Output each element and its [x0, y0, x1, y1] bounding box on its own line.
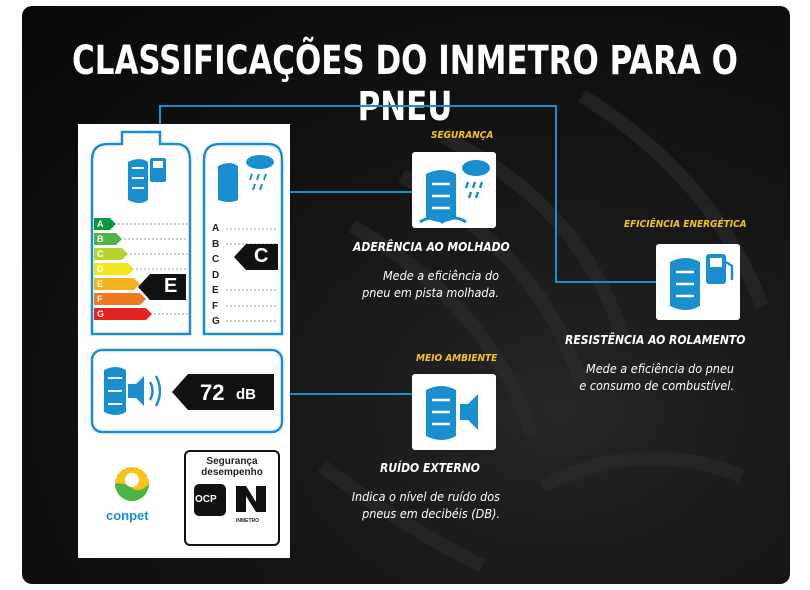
fuel-bar-d-label: D	[97, 264, 104, 274]
heading-aderencia: ADERÊNCIA AO MOLHADO	[353, 240, 510, 254]
fuel-bar-g	[94, 308, 152, 320]
inmetro-label: INMETRO	[236, 518, 260, 524]
fuel-bar-e	[94, 278, 140, 290]
wet-grade-c: C	[212, 254, 220, 265]
desc-aderencia: Mede a eficiência do pneu em pista molha…	[333, 267, 499, 301]
category-eficiencia: EFICIÊNCIA ENERGÉTICA	[624, 219, 747, 230]
fuel-bar-d	[94, 263, 134, 275]
heading-resistencia: RESISTÊNCIA AO ROLAMENTO	[565, 333, 746, 347]
fuel-bar-g-label: G	[97, 309, 104, 319]
inmetro-logo	[236, 486, 266, 512]
fuel-tile	[656, 244, 740, 320]
fuel-connector	[159, 105, 656, 283]
fuel-bar-f	[94, 293, 146, 305]
desc-ruido: Indica o nível de ruído dos pneus em dec…	[330, 488, 500, 522]
category-seguranca: SEGURANÇA	[431, 130, 494, 141]
fuel-bar-a-label: A	[97, 219, 104, 229]
wet-grade-d: D	[212, 269, 220, 281]
wet-grade-a: A	[212, 223, 220, 234]
fuel-rating-arrow	[138, 274, 186, 300]
fuel-rating-letter: E	[164, 275, 178, 297]
fuel-bar-f-label: F	[97, 294, 103, 304]
desc-resistencia-line2: e consumo de combustível.	[579, 378, 734, 393]
tire-sound-icon	[426, 386, 478, 440]
noise-arrow	[172, 374, 274, 410]
tire-fuel-icon	[128, 158, 166, 203]
wet-grade-list: A B C D E F G	[212, 221, 220, 330]
desc-resistencia: Mede a eficiência do pneu e consumo de c…	[560, 360, 734, 394]
desc-ruido-line1: Indica o nível de ruído dos	[351, 489, 500, 504]
fuel-grade-bars: A B C D E F G	[94, 218, 188, 320]
wet-rating-letter: C	[254, 245, 269, 267]
cert-title-line2: desempenho	[201, 467, 263, 478]
wet-grade-f: F	[212, 300, 219, 312]
desc-ruido-line2: pneus em decibéis (DB).	[362, 506, 500, 521]
wet-tile	[412, 152, 496, 228]
cert-title-line1: Segurança	[206, 456, 258, 467]
tire-fuel-icon	[670, 254, 734, 310]
desc-resistencia-line1: Mede a eficiência do pneu	[586, 361, 734, 376]
fuel-bar-c	[94, 248, 128, 260]
label-frame	[90, 130, 284, 434]
fuel-bar-b-label: B	[97, 234, 104, 244]
wet-grade-e: E	[212, 285, 219, 296]
wet-grade-dashes	[226, 228, 278, 322]
wet-grade-b: B	[212, 238, 220, 250]
tire-label-card: A B C D E F G E A B C D E F G	[78, 124, 290, 558]
certification-box: Segurança desempenho OCP INMETRO	[184, 450, 280, 546]
cert-title: Segurança desempenho	[186, 456, 278, 478]
noise-tile	[412, 374, 496, 450]
ocp-badge	[194, 484, 226, 516]
tire-rain-icon	[419, 160, 490, 224]
desc-aderencia-line2: pneu em pista molhada.	[362, 285, 499, 300]
noise-unit: dB	[236, 386, 256, 403]
category-meio-ambiente: MEIO AMBIENTE	[416, 353, 498, 364]
wet-grade-g: G	[212, 316, 220, 327]
conpet-logo	[115, 467, 149, 501]
ocp-label: OCP	[195, 494, 217, 505]
tire-rain-icon	[218, 155, 274, 202]
fuel-bar-c-label: C	[97, 249, 104, 259]
fuel-bar-a	[94, 218, 116, 230]
heading-ruido: RUÍDO EXTERNO	[380, 461, 480, 475]
fuel-bar-e-label: E	[97, 279, 103, 289]
fuel-bar-b	[94, 233, 122, 245]
conpet-label: conpet	[106, 508, 149, 523]
wet-rating-arrow	[234, 244, 278, 270]
tire-sound-icon	[104, 367, 162, 415]
noise-value: 72	[200, 380, 225, 405]
desc-aderencia-line1: Mede a eficiência do	[382, 268, 499, 283]
